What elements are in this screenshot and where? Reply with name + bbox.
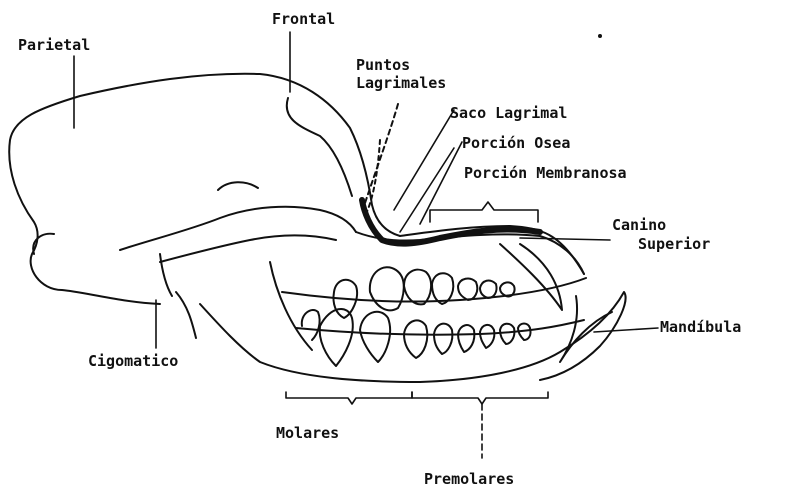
label-canino-line2: Superior <box>638 235 710 253</box>
leader-canino <box>520 238 610 240</box>
bracket-premolares <box>412 392 548 404</box>
leader-lines <box>74 32 658 458</box>
mandible-ramus <box>270 262 312 350</box>
lower-occlusal <box>296 320 584 335</box>
label-parietal: Parietal <box>18 36 90 54</box>
label-canino-line1: Canino <box>612 216 666 234</box>
label-premolares: Premolares <box>424 470 514 488</box>
label-puntos-line2: Lagrimales <box>356 74 446 92</box>
leader-mandibula <box>594 328 658 332</box>
zygomatic-arch-lower <box>160 236 336 263</box>
lower-teeth <box>302 309 531 366</box>
upper-occlusal <box>282 278 586 302</box>
bracket-molares <box>286 392 412 404</box>
label-porcion-membranosa: Porción Membranosa <box>464 164 627 182</box>
leader-porcion-osea-b <box>400 148 454 232</box>
label-cigomatico: Cigomatico <box>88 352 178 370</box>
leader-porcion-osea <box>420 142 462 224</box>
lower-canine <box>560 296 612 362</box>
upper-canine <box>500 244 562 310</box>
label-frontal: Frontal <box>272 10 335 28</box>
frontal-contour <box>287 98 352 196</box>
upper-teeth <box>333 267 514 318</box>
ink-speck <box>598 34 602 38</box>
leader-porcion-membranosa <box>430 202 538 222</box>
label-saco-lagrimal: Saco Lagrimal <box>450 104 567 122</box>
arch-top-bump <box>218 182 258 190</box>
label-mandibula: Mandíbula <box>660 318 741 336</box>
lacrimal-sac <box>362 200 540 244</box>
lacrimal-puncta-line <box>364 104 398 206</box>
label-porcion-osea: Porción Osea <box>462 134 570 152</box>
label-molares: Molares <box>276 424 339 442</box>
label-puntos-line1: Puntos <box>356 56 410 74</box>
zygomatic-process <box>160 254 196 338</box>
